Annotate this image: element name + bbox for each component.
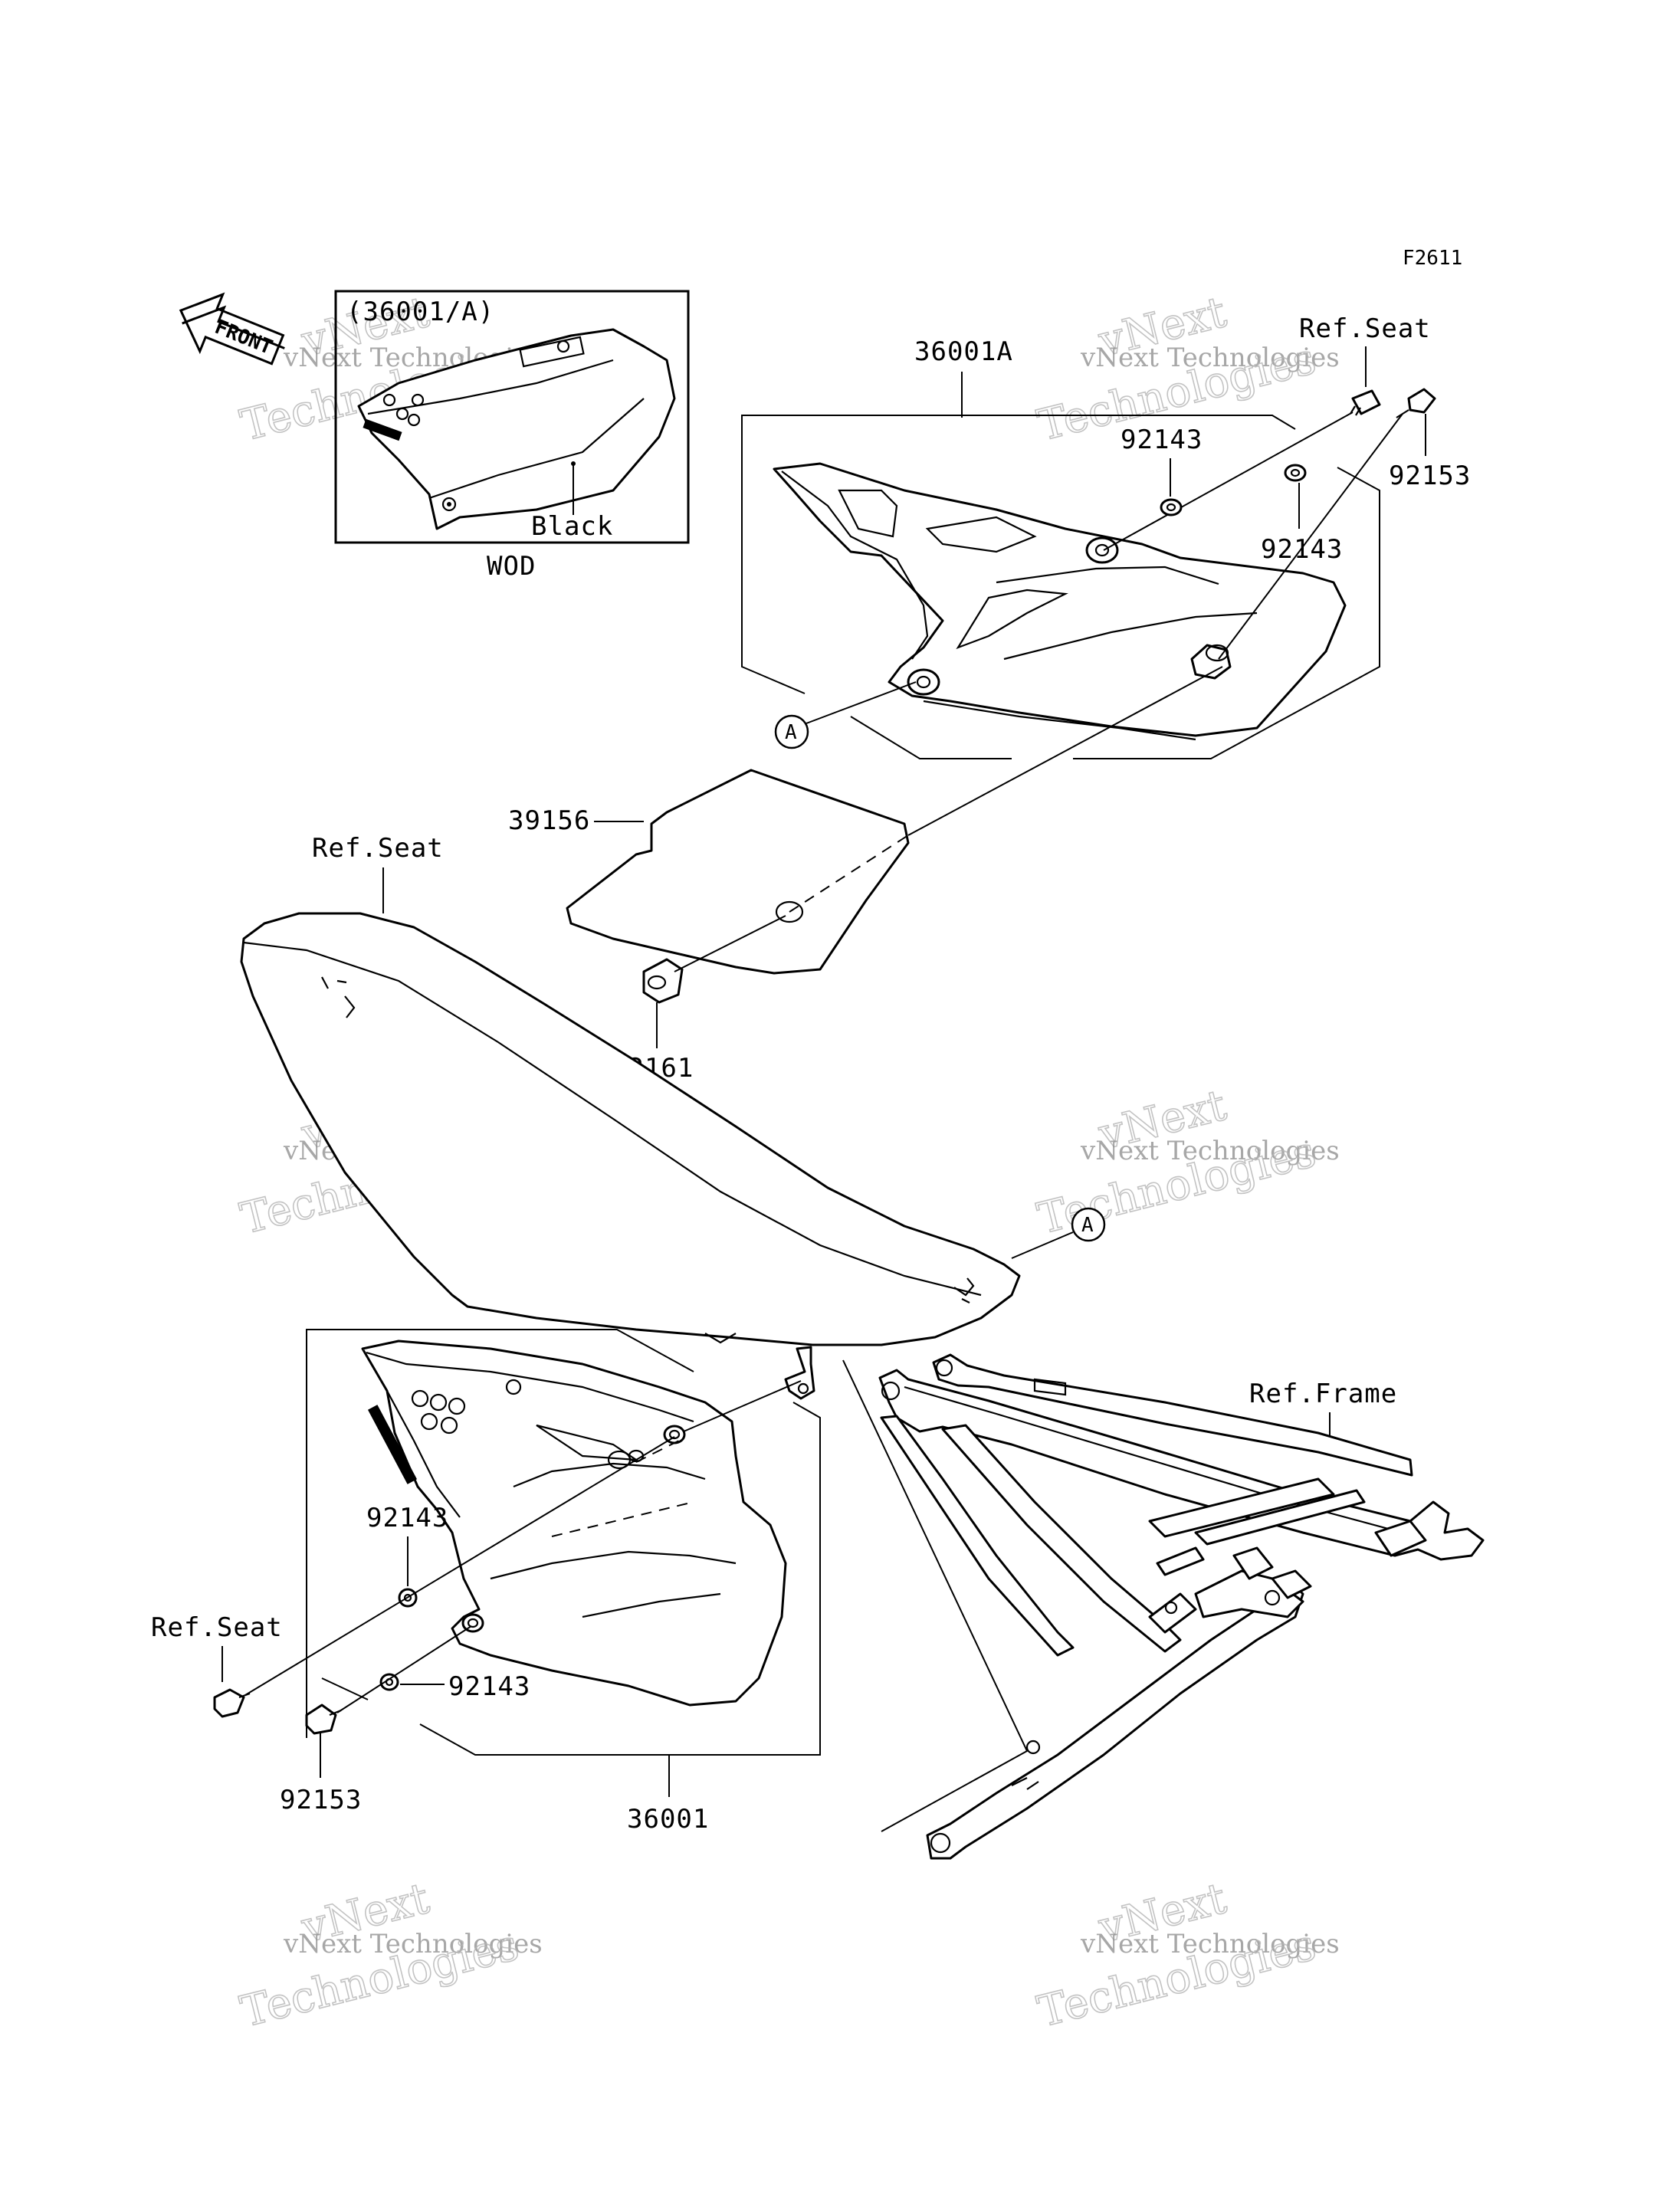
- watermark-5: vNext vNext Technologies Technologies: [235, 1873, 543, 2038]
- inset-color-label: Black: [531, 511, 613, 542]
- label-36001A: 36001A: [914, 336, 1013, 367]
- marker-a-top-label: A: [785, 721, 797, 744]
- watermark-6: vNext vNext Technologies Technologies: [1032, 1873, 1340, 2038]
- top-fasteners: Ref.Seat 92143 92153 92143 A: [774, 313, 1471, 749]
- inset-caption: WOD: [487, 551, 536, 582]
- label-ref-frame: Ref.Frame: [1249, 1379, 1397, 1409]
- marker-a-top-icon: [774, 714, 809, 749]
- label-92143-bottom-b: 92143: [448, 1671, 530, 1702]
- svg-text:vNext Technologies: vNext Technologies: [283, 1929, 543, 1959]
- label-ref-seat-main: Ref.Seat: [312, 833, 444, 864]
- bolt-ref-seat-top-icon: [1350, 389, 1381, 416]
- svg-text:vNext Technologies: vNext Technologies: [1080, 1136, 1340, 1166]
- label-92153-bottom: 92153: [280, 1785, 362, 1815]
- side-cover-36001: 36001: [306, 1329, 821, 1835]
- washer-92143-top-a-icon: [1160, 498, 1183, 516]
- label-92143-bottom-a: 92143: [366, 1503, 448, 1533]
- inset-panel: (36001/A) Black WOD: [334, 290, 690, 582]
- washer-92143-top-b-icon: [1284, 464, 1307, 482]
- bolt-92153-bottom-icon: [305, 1703, 342, 1735]
- inset-side-cover: [357, 328, 676, 530]
- bottom-fasteners: 92143 Ref.Seat 92143 92153: [151, 1436, 675, 1815]
- marker-a-seat-label: A: [1081, 1214, 1094, 1237]
- marker-a-seat-icon: [1071, 1207, 1106, 1242]
- bolt-92153-top-icon: [1396, 388, 1436, 418]
- label-39156: 39156: [508, 805, 590, 836]
- label-36001: 36001: [627, 1804, 709, 1835]
- label-ref-seat-top: Ref.Seat: [1299, 313, 1431, 344]
- svg-text:vNext Technologies: vNext Technologies: [1080, 343, 1340, 373]
- inset-title: (36001/A): [346, 297, 494, 327]
- label-92143-top-b: 92143: [1261, 534, 1343, 565]
- side-cover-36001A: 36001A: [741, 336, 1380, 759]
- washer-92143-bottom-b-icon: [379, 1673, 399, 1691]
- front-arrow-icon: FRONT: [179, 292, 285, 366]
- svg-text:vNext Technologies: vNext Technologies: [1080, 1929, 1340, 1959]
- pad-39156: 39156: [508, 769, 910, 975]
- seat: Ref.Seat A: [240, 833, 1106, 1400]
- bolt-ref-seat-bottom-icon: [213, 1688, 251, 1718]
- rear-frame: Ref.Frame: [842, 1353, 1485, 1860]
- label-92143-top-a: 92143: [1121, 425, 1203, 455]
- figure-code: F2611: [1403, 247, 1462, 270]
- label-ref-seat-bottom: Ref.Seat: [151, 1612, 283, 1643]
- label-92153-top: 92153: [1389, 461, 1471, 491]
